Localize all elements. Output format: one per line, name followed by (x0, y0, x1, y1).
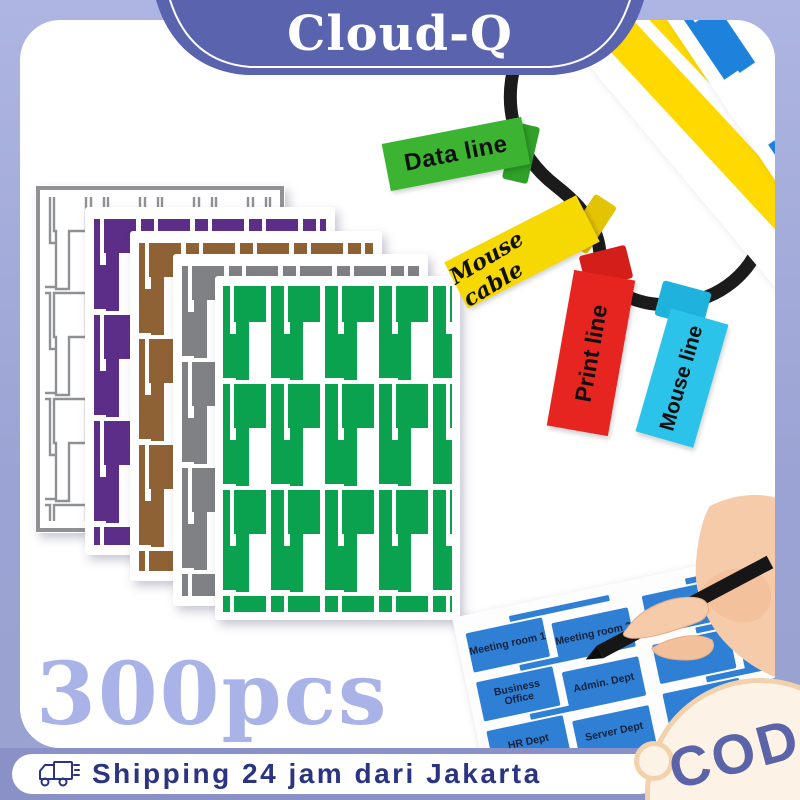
banner-shape (156, 0, 644, 75)
header-banner: Cloud-Q (150, 0, 650, 80)
label-sheet-green (215, 276, 460, 620)
shipping-text: Shipping 24 jam dari Jakarta (92, 758, 542, 789)
cod-badge-text: COD (662, 705, 800, 800)
hand-with-pen (585, 495, 775, 685)
mouse-line-tag-text: Mouse line (655, 322, 708, 434)
print-line-tag-text: Print line (569, 302, 612, 404)
shipping-pill: Shipping 24 jam dari Jakarta (12, 754, 660, 794)
truck-icon (39, 761, 80, 787)
brand-logo: Cloud-Q (287, 6, 513, 62)
quantity-text: 300pcs (36, 644, 389, 745)
data-line-tag-text: Data line (402, 130, 510, 177)
fanned-sheets-topright (557, 20, 775, 291)
